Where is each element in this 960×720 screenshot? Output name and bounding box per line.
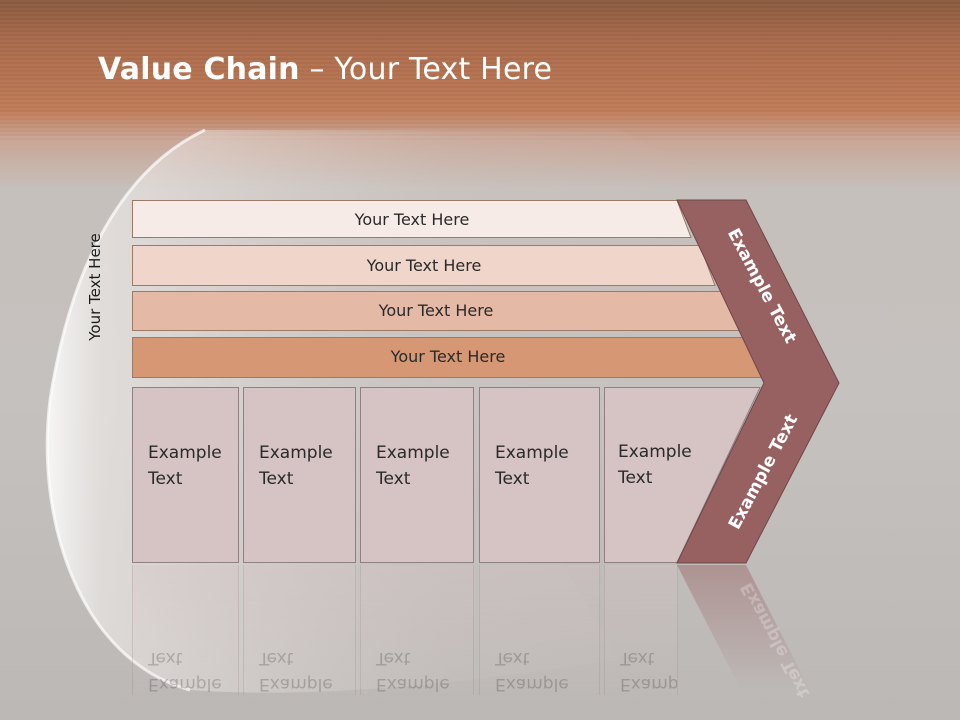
activity-box-3[interactable]: Example Text bbox=[360, 387, 474, 563]
bar-2-label: Your Text Here bbox=[366, 255, 482, 275]
box-2-line1: Example bbox=[259, 443, 333, 463]
activity-box-5[interactable]: Example Text bbox=[604, 387, 764, 563]
box-5-line1: Example bbox=[618, 442, 692, 462]
box-4-line1: Example bbox=[495, 443, 569, 463]
bar-1-label: Your Text Here bbox=[354, 209, 470, 229]
bar-3[interactable]: Your Text Here bbox=[132, 291, 740, 331]
activity-box-2[interactable]: Example Text bbox=[243, 387, 356, 563]
box-4-line2: Text bbox=[495, 469, 530, 489]
box-1-line2: Text bbox=[148, 469, 183, 489]
box-5-line2: Text bbox=[618, 468, 653, 488]
slide-title: Value Chain – Your Text Here bbox=[98, 52, 552, 87]
activity-box-1[interactable]: Example Text bbox=[132, 387, 239, 563]
activity-box-4[interactable]: Example Text bbox=[479, 387, 600, 563]
box-2-line2: Text bbox=[259, 469, 294, 489]
bar-4[interactable]: Your Text Here bbox=[132, 337, 764, 378]
header-band bbox=[0, 0, 960, 140]
title-rest: – Your Text Here bbox=[299, 52, 553, 87]
title-bold: Value Chain bbox=[98, 52, 300, 87]
box-1-line1: Example bbox=[148, 443, 222, 463]
bar-3-label: Your Text Here bbox=[378, 300, 494, 320]
box-3-line1: Example bbox=[376, 443, 450, 463]
bar-1[interactable]: Your Text Here bbox=[132, 200, 692, 238]
bar-4-label: Your Text Here bbox=[390, 346, 506, 366]
box-3-line2: Text bbox=[376, 469, 411, 489]
bar-2[interactable]: Your Text Here bbox=[132, 245, 716, 286]
